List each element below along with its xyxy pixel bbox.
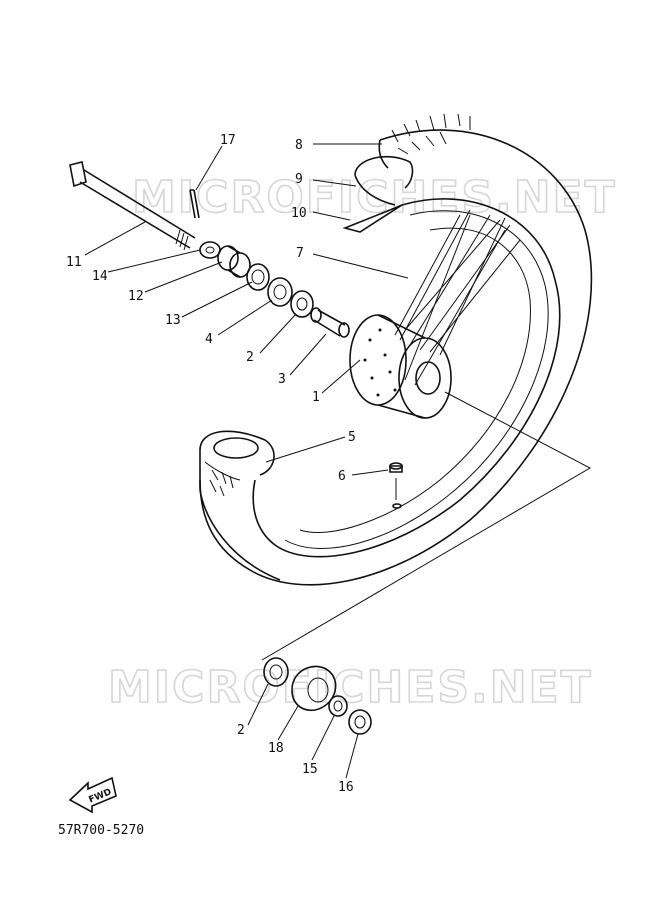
fwd-arrow: FWD bbox=[68, 776, 117, 814]
watermark-top: MICROFICHES.NET bbox=[132, 172, 617, 223]
washer-14 bbox=[199, 241, 221, 259]
callout-11: 11 bbox=[66, 255, 82, 270]
collar-12 bbox=[217, 245, 251, 278]
callout-13: 13 bbox=[165, 313, 181, 328]
valve-cap bbox=[389, 462, 403, 509]
callout-12: 12 bbox=[128, 289, 144, 304]
oil-seal-13 bbox=[246, 263, 270, 291]
watermark-bottom: MICROFICHES.NET bbox=[108, 662, 593, 713]
cotter-pin bbox=[189, 189, 200, 219]
callout-3: 3 bbox=[278, 372, 286, 387]
callout-6: 6 bbox=[338, 469, 346, 484]
front-axle bbox=[69, 161, 196, 251]
gear-unit-18 bbox=[291, 665, 337, 712]
washer-15 bbox=[328, 695, 348, 717]
hub bbox=[349, 314, 452, 419]
drawing-code: 57R700-5270 bbox=[58, 823, 144, 838]
callout-5: 5 bbox=[348, 430, 356, 445]
tube-and-rim-band bbox=[342, 155, 414, 233]
tire-and-rim bbox=[199, 113, 593, 586]
spacer-3 bbox=[310, 307, 350, 338]
callout-4: 4 bbox=[205, 332, 213, 347]
callout-1: 1 bbox=[312, 390, 320, 405]
bearing-2-lower bbox=[263, 657, 289, 687]
leader-lines bbox=[84, 143, 409, 779]
callout-7: 7 bbox=[296, 246, 304, 261]
callout-15: 15 bbox=[302, 762, 318, 777]
callout-8: 8 bbox=[295, 138, 303, 153]
callout-2: 2 bbox=[246, 350, 254, 365]
callout-16: 16 bbox=[338, 780, 354, 795]
callout-10: 10 bbox=[291, 206, 307, 221]
assembly-axis-line bbox=[261, 391, 592, 661]
bearing-4 bbox=[267, 277, 293, 307]
bearing-2-upper bbox=[290, 290, 314, 318]
callout-14: 14 bbox=[92, 269, 108, 284]
spokes bbox=[394, 209, 521, 386]
callout-9: 9 bbox=[295, 172, 303, 187]
callout-17: 17 bbox=[220, 133, 236, 148]
axle-nut-16 bbox=[348, 709, 372, 735]
callout-2-lower: 2 bbox=[237, 723, 245, 738]
callout-18: 18 bbox=[268, 741, 284, 756]
